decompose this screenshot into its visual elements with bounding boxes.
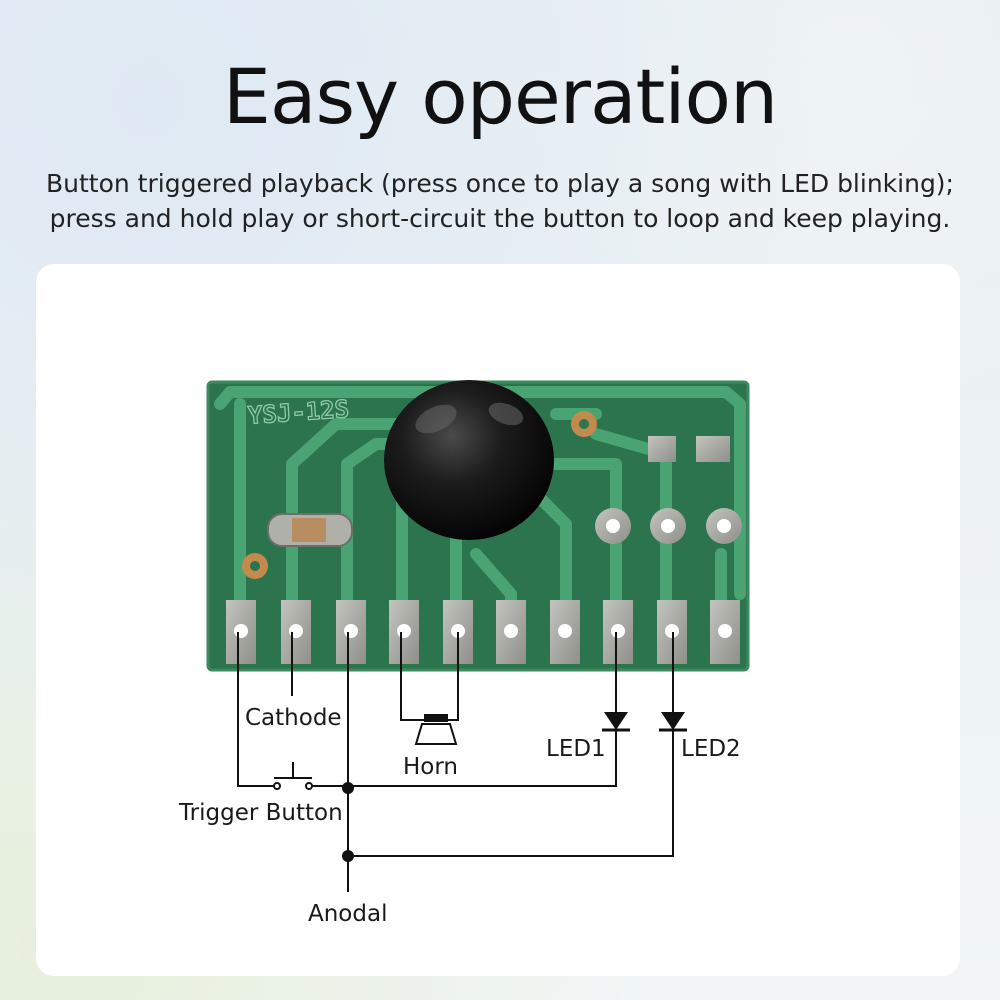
page-subtitle: Button triggered playback (press once to… [40, 166, 960, 236]
subtitle-line-1: Button triggered playback (press once to… [46, 169, 954, 198]
junction-dot [342, 782, 354, 794]
smd-component [267, 513, 353, 547]
label-anodal: Anodal [308, 901, 387, 927]
label-cathode: Cathode [245, 705, 342, 731]
trigger-button-symbol [273, 762, 313, 790]
diagram-card: YSJ-12S [36, 264, 960, 976]
junction-dot [342, 850, 354, 862]
label-led1: LED1 [546, 736, 606, 762]
page-title: Easy operation [222, 52, 778, 141]
label-led2: LED2 [681, 736, 741, 762]
label-trigger-button: Trigger Button [178, 800, 343, 826]
led2-diode-icon [659, 712, 687, 732]
label-horn: Horn [403, 754, 458, 780]
subtitle-line-2: press and hold play or short-circuit the… [49, 204, 951, 233]
led1-diode-icon [602, 712, 630, 732]
chip-blob [384, 380, 554, 540]
vias [242, 411, 597, 579]
horn-icon [414, 714, 458, 745]
pcb-board: YSJ-12S [206, 380, 750, 672]
circuit-wires [237, 632, 674, 892]
circuit-diagram: YSJ-12S [178, 380, 750, 927]
round-pads [595, 508, 742, 544]
